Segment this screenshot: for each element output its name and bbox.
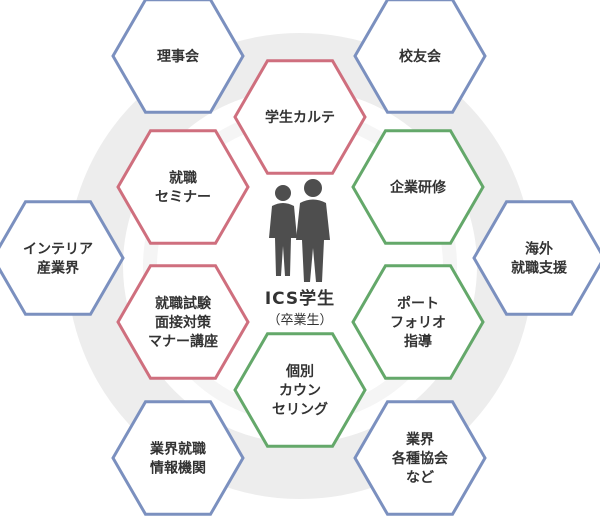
hex-label: カウン xyxy=(279,383,321,399)
hex-label: 校友会 xyxy=(399,48,442,65)
hex-label: マナー講座 xyxy=(148,333,218,350)
hex-label: 就職支援 xyxy=(511,260,568,277)
hex-label: インテリア xyxy=(23,242,93,258)
hex-node-karte: 学生カルテ xyxy=(233,59,367,175)
hex-label: 個別 xyxy=(285,363,314,380)
hex-label: 就職 xyxy=(169,170,197,187)
hex-label: セミナー xyxy=(155,190,211,206)
hexagon-shape xyxy=(111,400,245,516)
hexagon-shape xyxy=(472,200,600,316)
hexagon-shape xyxy=(111,0,245,114)
hex-label: 指導 xyxy=(404,333,432,350)
hex-label: など xyxy=(406,470,434,486)
hexagon-shape xyxy=(116,129,250,245)
hex-label: 情報機関 xyxy=(150,460,206,477)
hexagon-shape xyxy=(0,200,125,316)
hex-node-training: 企業研修 xyxy=(351,129,485,245)
hex-label: フォリオ xyxy=(390,315,446,331)
hexagon-shape xyxy=(116,264,250,380)
hexagon-shape xyxy=(351,129,485,245)
center-subtitle: （卒業生） xyxy=(267,312,332,328)
hex-label: 海外 xyxy=(525,241,553,258)
hex-label: セリング xyxy=(272,401,328,418)
hex-label: 面接対策 xyxy=(155,314,212,331)
hex-node-kouyukai: 校友会 xyxy=(353,0,487,114)
hex-label: 業界就職 xyxy=(149,441,206,458)
center-group: ICS学生 （卒業生） xyxy=(265,179,335,328)
hexagon-shape xyxy=(233,332,367,448)
hex-node-rijikai: 理事会 xyxy=(111,0,245,114)
hex-label: 学生カルテ xyxy=(265,109,335,126)
hexagon-shape xyxy=(351,264,485,380)
hexagon-shape xyxy=(353,0,487,114)
hex-label: 産業界 xyxy=(37,260,80,277)
hex-label: ポート xyxy=(397,295,439,312)
hex-label: 企業研修 xyxy=(389,179,447,196)
hex-label: 理事会 xyxy=(157,48,200,65)
people-icon xyxy=(269,179,330,282)
hex-label: 各種協会 xyxy=(391,450,449,467)
center-title: ICS学生 xyxy=(265,288,335,309)
hexagon-shape xyxy=(353,400,487,516)
hexagon-shape xyxy=(233,59,367,175)
hex-label: 就職試験 xyxy=(155,295,212,312)
hex-label: 業界 xyxy=(405,431,435,448)
